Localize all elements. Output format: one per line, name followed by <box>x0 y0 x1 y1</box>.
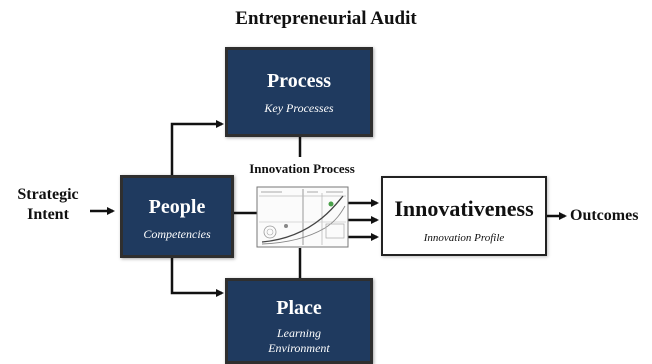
people-sublabel: Competencies <box>143 227 211 241</box>
innovativeness-sublabel: Innovation Profile <box>423 232 505 244</box>
arrow-people-to-process <box>170 120 224 175</box>
arrow-people-to-place <box>170 258 224 297</box>
strategic-intent-label: Strategic Intent <box>10 185 86 225</box>
place-sublabel-line2: Environment <box>268 341 330 355</box>
place-sublabel-line1: Learning <box>276 326 321 340</box>
process-label: Process <box>266 70 332 92</box>
process-box: Process Key Processes <box>225 47 373 137</box>
innovativeness-label: Innovativeness <box>394 196 534 221</box>
people-box: People Competencies <box>120 175 234 258</box>
place-box: Place Learning Environment <box>225 278 373 364</box>
diagram-title: Entrepreneurial Audit <box>235 8 417 29</box>
innovation-process-thumbnail <box>256 186 349 248</box>
innovativeness-box: Innovativeness Innovation Profile <box>381 176 547 256</box>
people-label: People <box>148 196 206 218</box>
strategic-intent-line2: Intent <box>27 206 69 223</box>
innovation-process-label: Innovation Process <box>249 161 355 176</box>
strategic-intent-line1: Strategic <box>17 186 79 203</box>
outcomes-label: Outcomes <box>570 207 639 224</box>
process-sublabel: Key Processes <box>264 101 334 115</box>
place-label: Place <box>276 297 322 319</box>
